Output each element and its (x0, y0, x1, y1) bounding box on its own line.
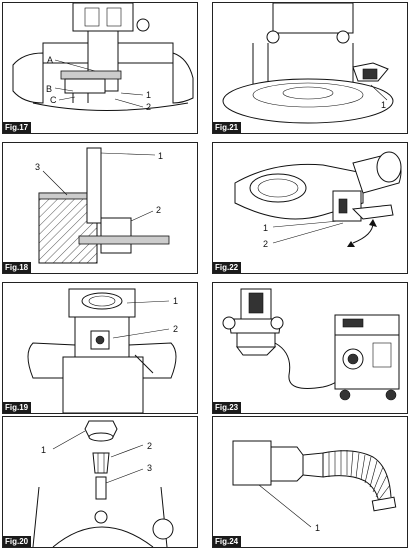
figure-24: 1 Fig.24 (212, 416, 408, 548)
fig22-callout-1: 1 (263, 223, 268, 233)
fig22-callout-2: 2 (263, 239, 268, 249)
fig18-callout-2: 2 (156, 205, 161, 215)
figure-19: 1 2 Fig.19 (2, 282, 198, 414)
fig18-guide-cross-section: 1 2 3 (35, 147, 170, 264)
fig17-callout-c: C (50, 95, 57, 105)
fig20-callout-3: 3 (147, 463, 152, 473)
fig17-callout-a: A (47, 55, 53, 65)
fig23-router-with-dust-extractor (222, 288, 400, 401)
fig17-callout-b: B (46, 84, 52, 94)
fig21-label: Fig.21 (213, 122, 242, 133)
fig23-label: Fig.23 (213, 402, 242, 413)
figure-20: 1 2 3 Fig.20 (2, 416, 198, 548)
fig21-base-drawing: 1 (222, 3, 394, 124)
fig20-callout-1: 1 (41, 445, 46, 455)
fig20-callout-2: 2 (147, 441, 152, 451)
fig17-callout-2: 2 (146, 102, 151, 112)
fig17-label: Fig.17 (3, 122, 32, 133)
figure-23: Fig.23 (212, 282, 408, 414)
fig24-callout-1: 1 (315, 523, 320, 533)
figure-21: 1 Fig.21 (212, 2, 408, 134)
figure-22: 1 2 Fig.22 (212, 142, 408, 274)
figure-17: A B C 1 2 Fig.17 (2, 2, 198, 134)
fig24-hose-connection: 1 (232, 440, 397, 533)
fig19-callout-2: 2 (173, 324, 178, 334)
fig19-router-top-view: 1 2 (27, 288, 178, 413)
fig24-corrugated-hose (322, 450, 397, 512)
fig18-label: Fig.18 (3, 262, 32, 273)
figure-18: 1 2 3 Fig.18 (2, 142, 198, 274)
fig22-label: Fig.22 (213, 262, 242, 273)
fig18-callout-1: 1 (158, 151, 163, 161)
fig20-collet-assembly: 1 2 3 (32, 420, 174, 547)
fig20-label: Fig.20 (3, 536, 32, 547)
fig18-callout-3: 3 (35, 162, 40, 172)
fig21-callout-1: 1 (381, 100, 386, 110)
fig17-router-guide-drawing: A B C 1 2 (12, 3, 194, 112)
fig19-callout-1: 1 (173, 296, 178, 306)
fig22-dust-nozzle-drawing: 1 2 (234, 151, 402, 249)
fig19-label: Fig.19 (3, 402, 32, 413)
fig17-callout-1: 1 (146, 90, 151, 100)
fig24-label: Fig.24 (213, 536, 242, 547)
